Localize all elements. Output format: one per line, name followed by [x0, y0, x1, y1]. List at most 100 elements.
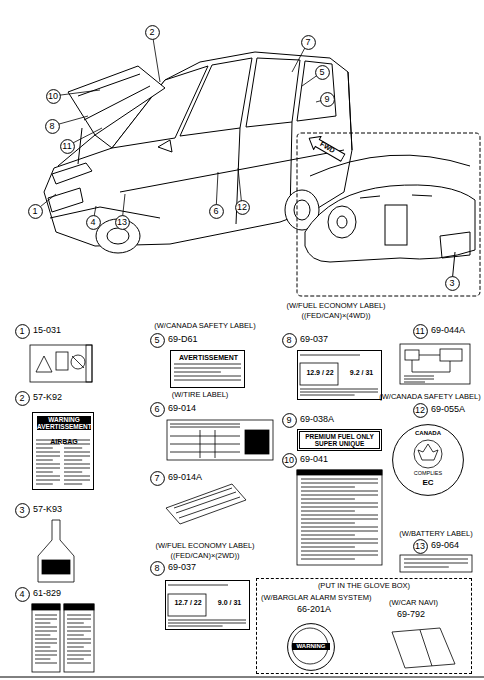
label-artwork [301, 479, 378, 480]
label-artwork [174, 364, 241, 365]
label-artwork [301, 499, 355, 500]
label-artwork [35, 619, 57, 620]
callout-number: 3 [19, 506, 24, 515]
label-artwork [301, 503, 378, 504]
label-artwork [36, 452, 60, 453]
callout-circle: 3 [445, 276, 460, 291]
label-artwork [35, 655, 57, 656]
label-artwork [174, 376, 241, 377]
label-text: (PUT IN THE GLOVE BOX) [257, 582, 471, 590]
label-artwork [301, 487, 355, 488]
label-artwork [67, 655, 91, 656]
label-artwork [301, 543, 378, 544]
callout-circle: 2 [15, 391, 30, 406]
callout-number: 8 [49, 122, 54, 131]
label-artwork [67, 623, 84, 624]
callout-circle: 3 [15, 503, 30, 518]
label-artwork [170, 430, 240, 458]
label-artwork [301, 531, 378, 532]
label-text: COMPLIES [398, 470, 458, 476]
label-artwork [300, 355, 360, 356]
label-artwork [301, 547, 355, 548]
label-artwork [64, 456, 90, 457]
label-artwork [35, 651, 57, 652]
label-artwork [36, 456, 60, 457]
callout-circle: 8 [45, 119, 60, 134]
label-artwork [174, 372, 221, 373]
callout-circle: 6 [150, 402, 165, 417]
circle-outline [45, 119, 59, 133]
label-artwork [174, 488, 240, 518]
label-artwork [35, 635, 50, 636]
callout-circle: 11 [413, 324, 428, 339]
part-number: 69-014A [168, 473, 202, 482]
callout-circle: 7 [301, 35, 316, 50]
label-artwork [400, 555, 472, 572]
label-artwork [405, 350, 419, 360]
callout-number: 8 [154, 564, 159, 573]
label-artwork [301, 523, 355, 524]
label-artwork [38, 520, 74, 582]
callout-number: 7 [305, 38, 310, 47]
label-artwork [67, 639, 91, 640]
callout-circle: 1 [28, 204, 43, 219]
label-artwork [32, 604, 60, 610]
label-artwork [35, 639, 57, 640]
label-artwork [35, 615, 57, 616]
callout-circle: 11 [60, 139, 75, 154]
circle-outline [15, 324, 29, 338]
callout-number: 4 [19, 590, 24, 599]
label-artwork [71, 355, 85, 369]
label-artwork [168, 626, 223, 627]
label-text: PREMIUM FUEL ONLY SUPER UNIQUE [301, 433, 378, 447]
label-artwork [35, 627, 57, 628]
circle-outline [209, 204, 223, 218]
callout-number: 13 [415, 542, 425, 551]
vehicle-illustration [68, 66, 165, 135]
label-text: WARNING [292, 643, 330, 650]
callout-circle: 12 [235, 200, 250, 215]
callout-number: 2 [19, 394, 24, 403]
label-artwork [36, 468, 60, 469]
label-artwork [404, 382, 425, 383]
callout-circle: 4 [86, 215, 101, 230]
callout-number: 12 [415, 406, 425, 415]
vehicle-illustration [158, 140, 172, 152]
circle-outline [150, 561, 164, 575]
callout-number: 1 [32, 207, 37, 216]
label-artwork [174, 368, 241, 369]
label-artwork [301, 515, 378, 516]
vehicle-illustration [78, 74, 150, 120]
part-number: 69-038A [300, 415, 334, 424]
label-artwork [36, 476, 60, 477]
label-artwork [440, 349, 462, 361]
circle-outline [235, 200, 249, 214]
part-number: 69-037 [300, 335, 328, 344]
label-artwork [35, 663, 57, 664]
callout-number: 9 [286, 416, 291, 425]
label-artwork [67, 635, 84, 636]
safety-label: AVERTISSEMENT [170, 350, 245, 388]
label-caption: (W/TIRE LABEL) [120, 391, 280, 399]
circle-outline [145, 25, 159, 39]
label-artwork [35, 631, 57, 632]
callout-number: 7 [154, 474, 159, 483]
callout-number: 11 [415, 327, 424, 336]
label-artwork [67, 627, 91, 628]
circle-outline [288, 624, 335, 671]
label-artwork [400, 344, 470, 384]
label-artwork [64, 448, 82, 449]
label-artwork [301, 535, 355, 536]
callout-circle: 7 [150, 471, 165, 486]
vehicle-illustration [50, 207, 160, 218]
label-text: EC [408, 479, 448, 488]
label-text: 9.0 / 31 [212, 599, 247, 607]
callout-circle: 1 [15, 324, 30, 339]
label-artwork [301, 491, 378, 492]
label-artwork [404, 563, 468, 564]
label-text: 9.2 / 31 [344, 369, 379, 377]
callout-number: 12 [237, 203, 247, 212]
label-artwork [36, 356, 52, 372]
callout-number: 4 [90, 218, 95, 227]
